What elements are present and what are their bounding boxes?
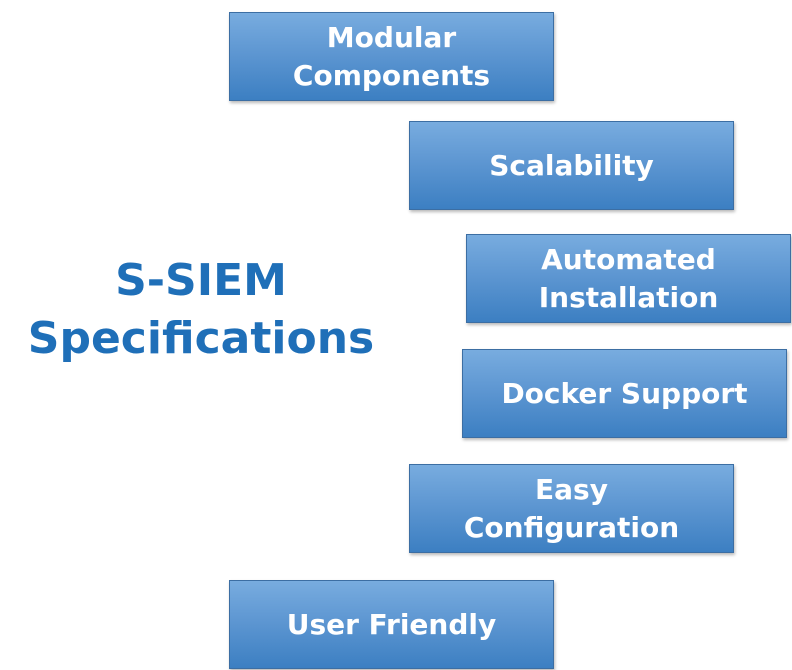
spec-label-line-1: Easy — [535, 472, 608, 506]
diagram-title: S-SIEM Specifications — [20, 252, 382, 368]
title-line-1: S-SIEM — [115, 255, 287, 306]
spec-label-line-2: Components — [292, 58, 491, 92]
spec-box-modular-components: Modular Components — [229, 12, 554, 101]
spec-label-line-1: Scalability — [489, 148, 654, 182]
spec-box-easy-configuration: Easy Configuration — [409, 464, 734, 553]
spec-box-user-friendly: User Friendly — [229, 580, 554, 669]
spec-label-line-1: Modular — [326, 20, 457, 54]
title-line-2: Specifications — [27, 313, 375, 364]
spec-box-automated-installation: Automated Installation — [466, 234, 791, 323]
spec-label-line-2: Configuration — [463, 510, 680, 544]
spec-label-line-2: Installation — [538, 280, 719, 314]
spec-label-line-1: Automated — [541, 242, 716, 276]
spec-box-docker-support: Docker Support — [462, 349, 787, 438]
spec-label-line-1: Docker Support — [501, 376, 748, 410]
spec-box-scalability: Scalability — [409, 121, 734, 210]
spec-label-line-1: User Friendly — [286, 607, 497, 641]
